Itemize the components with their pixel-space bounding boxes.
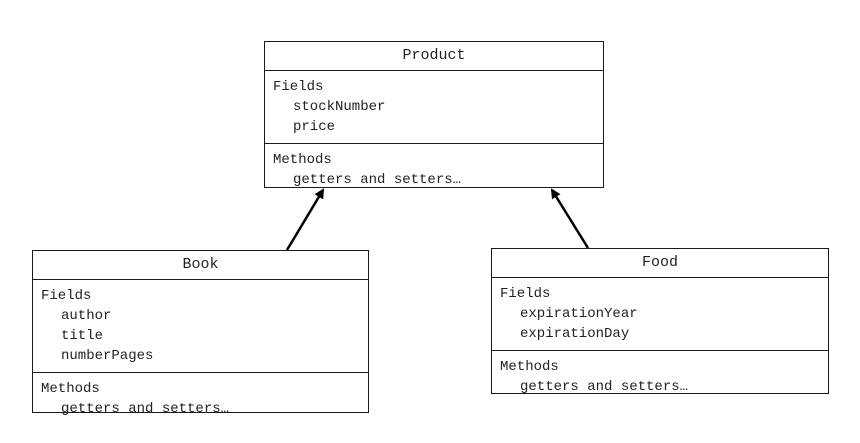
fields-section-book: Fields author title numberPages: [33, 280, 368, 372]
fields-section-product: Fields stockNumber price: [265, 71, 603, 143]
field-item: author: [61, 308, 112, 324]
field-item: stockNumber: [293, 99, 386, 115]
class-box-product: Product Fields stockNumber price Methods…: [264, 41, 604, 188]
method-item: getters and setters…: [293, 172, 462, 188]
methods-section-food: Methods getters and setters…: [492, 350, 828, 403]
class-box-book: Book Fields author title numberPages Met…: [32, 250, 369, 417]
fields-section-food: Fields expirationYear expirationDay: [492, 278, 828, 350]
method-item: getters and setters…: [520, 379, 689, 395]
methods-label: Methods: [41, 381, 100, 397]
class-name-food: Food: [492, 249, 828, 278]
methods-label: Methods: [273, 152, 332, 168]
fields-label: Fields: [500, 286, 551, 302]
methods-section-book: Methods getters and setters…: [33, 372, 368, 425]
class-name-product: Product: [265, 42, 603, 71]
arrow-book-to-product: [285, 188, 325, 251]
field-item: price: [293, 119, 336, 135]
class-box-food: Food Fields expirationYear expirationDay…: [491, 248, 829, 395]
method-item: getters and setters…: [61, 401, 230, 417]
fields-label: Fields: [41, 288, 92, 304]
field-item: title: [61, 328, 104, 344]
field-item: expirationYear: [520, 306, 638, 322]
methods-section-product: Methods getters and setters…: [265, 143, 603, 196]
methods-label: Methods: [500, 359, 559, 375]
class-name-book: Book: [33, 251, 368, 280]
field-item: numberPages: [61, 348, 154, 364]
arrow-food-to-product: [550, 188, 590, 249]
fields-label: Fields: [273, 79, 324, 95]
field-item: expirationDay: [520, 326, 630, 342]
